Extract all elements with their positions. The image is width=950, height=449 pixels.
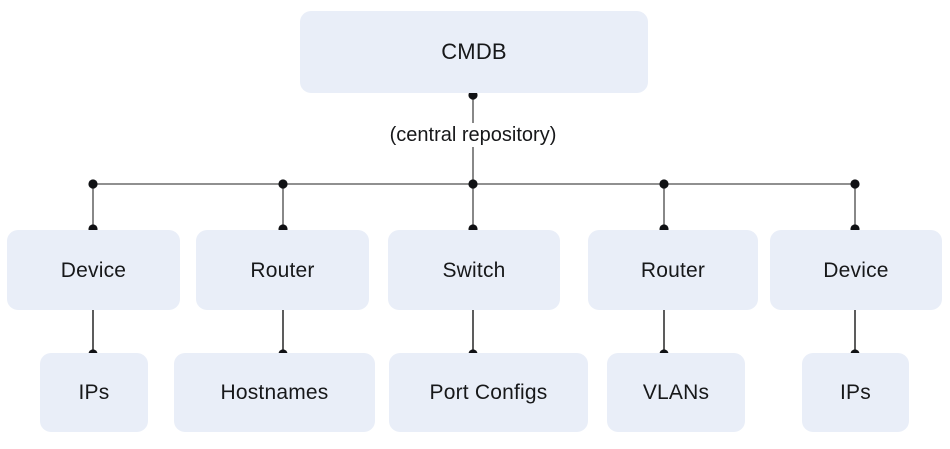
node-router-2-label: Router [640, 258, 706, 282]
node-port-configs-1[interactable]: Port Configs [389, 353, 588, 432]
node-hostnames-1-label: Hostnames [220, 381, 329, 404]
node-device-2[interactable]: Device [770, 230, 942, 310]
node-hostnames-1[interactable]: Hostnames [174, 353, 375, 432]
node-cmdb[interactable]: CMDB [300, 11, 648, 93]
edge-label-central-repository: (central repository) [383, 123, 563, 147]
node-port-configs-1-label: Port Configs [429, 381, 548, 404]
node-device-1[interactable]: Device [7, 230, 180, 310]
node-cmdb-label: CMDB [441, 39, 507, 64]
edge-bus-to-router-2 [659, 179, 669, 234]
edge-bus-to-router-1 [278, 179, 288, 234]
node-ips-2-label: IPs [840, 381, 871, 404]
edge-bus-to-switch-1 [468, 179, 478, 234]
node-vlans-1-label: VLANs [642, 381, 710, 404]
edge-bus-to-device-1 [88, 179, 98, 234]
node-device-2-label: Device [823, 258, 889, 282]
node-router-2[interactable]: Router [588, 230, 758, 310]
node-switch-1-label: Switch [442, 258, 506, 282]
node-router-1[interactable]: Router [196, 230, 369, 310]
edge-bus-to-device-2 [850, 179, 860, 234]
node-ips-1[interactable]: IPs [40, 353, 148, 432]
node-device-1-label: Device [60, 258, 127, 282]
node-ips-1-label: IPs [78, 381, 110, 404]
node-vlans-1[interactable]: VLANs [607, 353, 745, 432]
node-router-1-label: Router [250, 258, 315, 282]
node-ips-2[interactable]: IPs [802, 353, 909, 432]
node-switch-1[interactable]: Switch [388, 230, 560, 310]
